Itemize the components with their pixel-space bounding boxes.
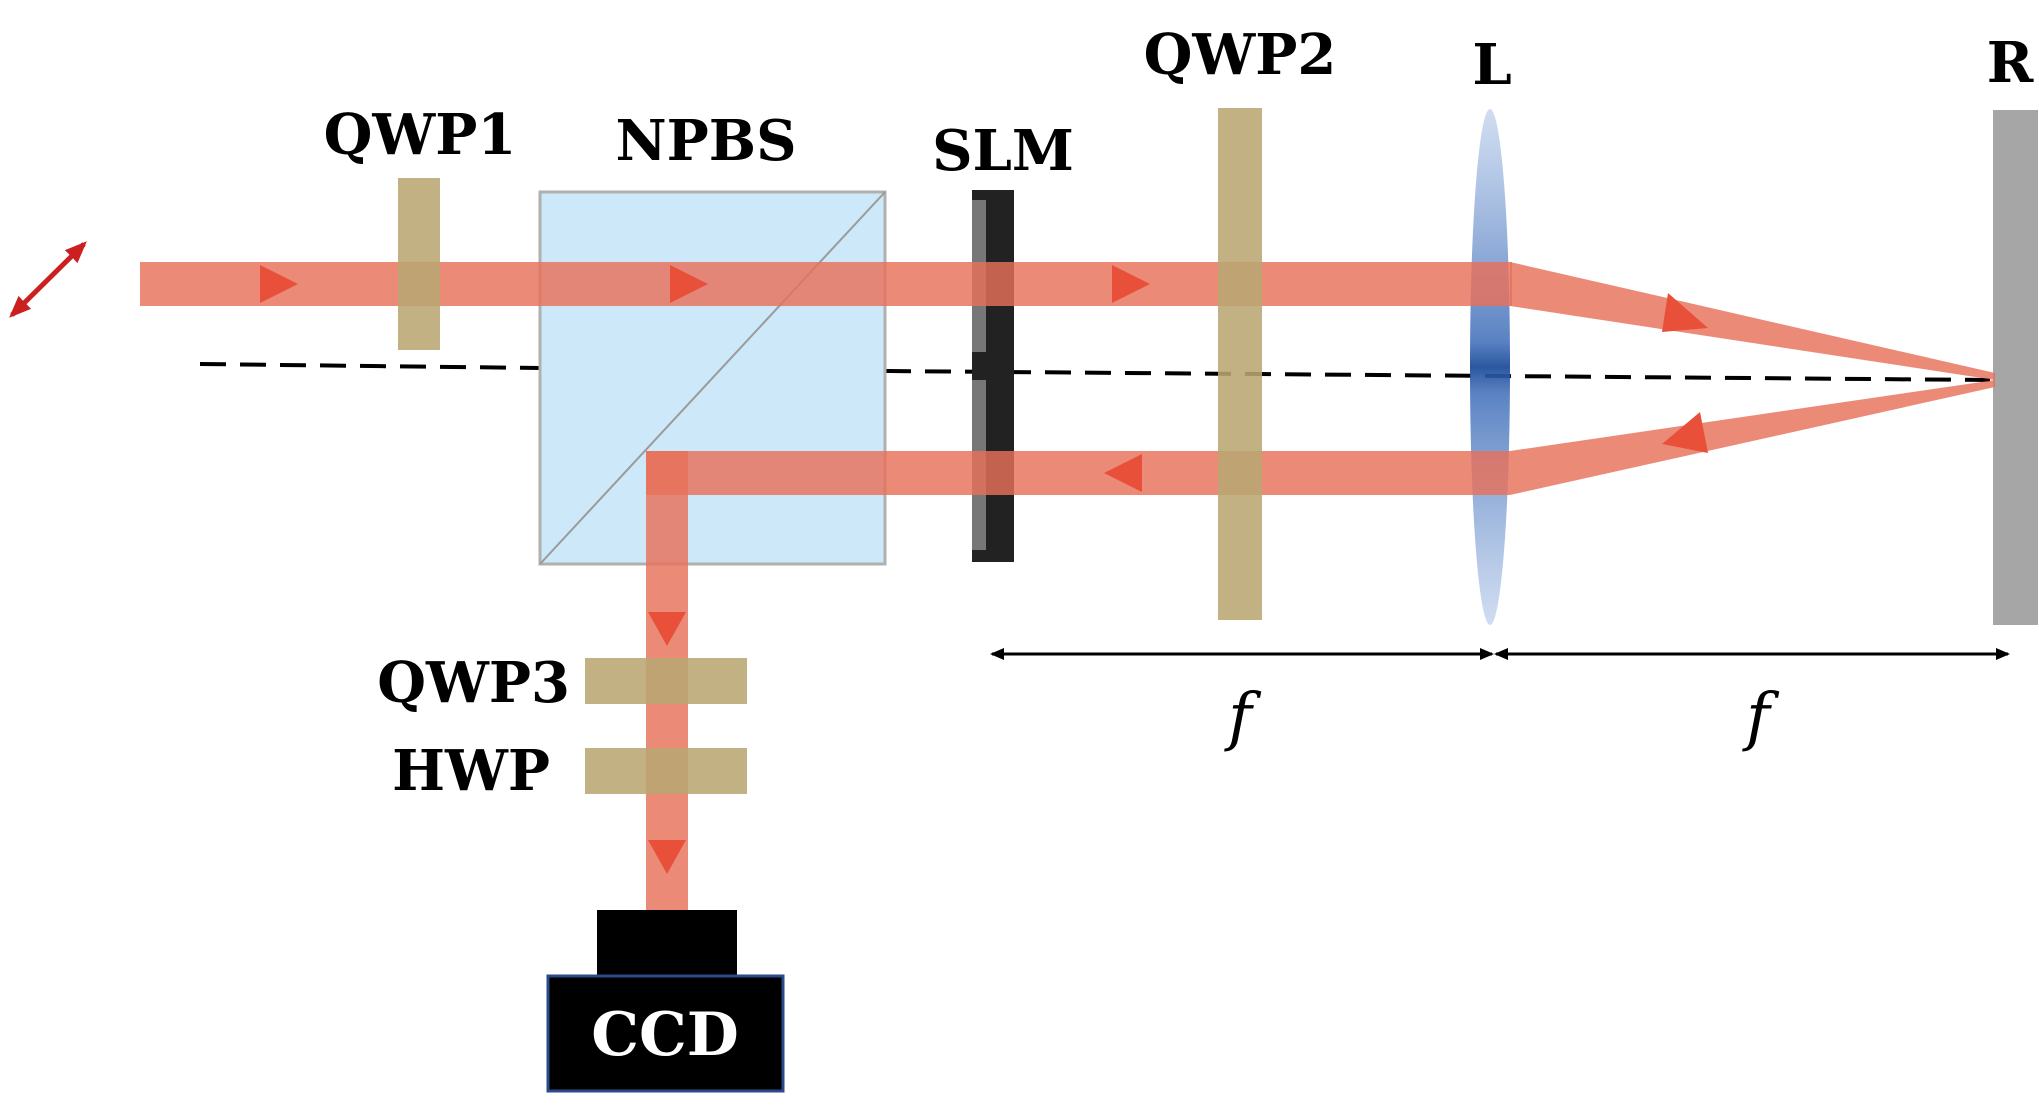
beam-incoming: [140, 262, 1512, 306]
waveplate-qwp1: [398, 178, 440, 350]
triangle-arrow-icon: [1662, 293, 1708, 332]
optical-axis-left: [199, 362, 541, 370]
label-slm: SLM: [932, 118, 1074, 184]
label-focal-length-1: f: [1224, 680, 1262, 754]
triangle-arrow-icon: [648, 840, 686, 874]
label-qwp3: QWP3: [377, 650, 570, 716]
waveplate-qwp3: [585, 658, 747, 704]
label-qwp2: QWP2: [1144, 22, 1337, 88]
label-qwp1: QWP1: [324, 102, 517, 168]
lens-l: [1470, 109, 1510, 625]
triangle-arrow-icon: [1662, 412, 1708, 453]
ccd-camera: [546, 910, 785, 1093]
slm-device: [972, 190, 1014, 562]
propagation-arrows: [260, 265, 1708, 874]
label-npbs: NPBS: [615, 108, 796, 174]
label-mirror: R: [1987, 30, 2034, 96]
mirror-r: [1993, 110, 2038, 625]
label-focal-length-2: f: [1742, 680, 1780, 754]
label-lens: L: [1472, 32, 1511, 98]
label-hwp: HWP: [392, 738, 550, 804]
beam-returning: [1510, 380, 1995, 495]
triangle-arrow-icon: [1112, 265, 1150, 303]
waveplate-qwp2: [1218, 108, 1262, 620]
npbs-cube: [538, 190, 887, 566]
beam-return-horizontal: [646, 451, 1510, 495]
triangle-arrow-icon: [1104, 454, 1142, 492]
beam-focusing: [1510, 262, 1995, 380]
label-ccd: CCD: [591, 1000, 739, 1070]
triangle-arrow-icon: [670, 265, 708, 303]
waveplate-hwp: [585, 748, 747, 794]
triangle-arrow-icon: [260, 265, 298, 303]
optical-axis-right: [884, 369, 1991, 382]
triangle-arrow-icon: [648, 612, 686, 646]
laser-beam: [140, 262, 1995, 911]
polarization-arrow-icon: [9, 241, 87, 318]
